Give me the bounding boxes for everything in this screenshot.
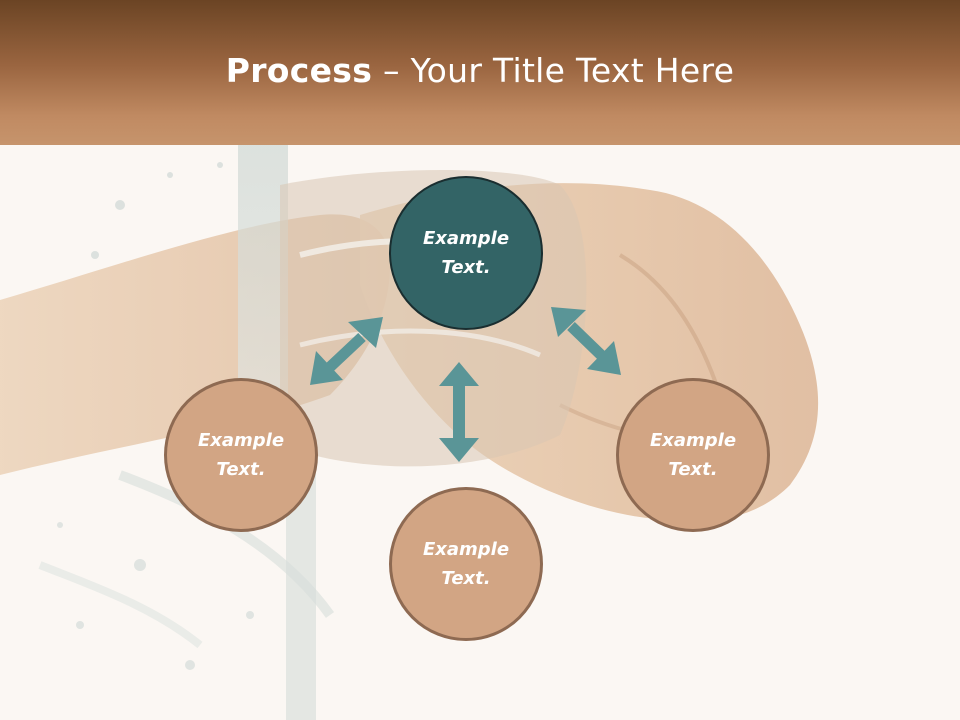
title-bold: Process [225, 51, 373, 90]
title-bar: Process – Your Title Text Here [0, 0, 960, 145]
title-rest: Your Title Text Here [410, 51, 735, 90]
process-node-bottom: Example Text. [389, 487, 543, 641]
double-arrow-icon [551, 307, 621, 375]
process-node-top: Example Text. [389, 176, 543, 330]
process-node-left: Example Text. [164, 378, 318, 532]
double-arrow-icon [439, 362, 479, 462]
title-dash: – [372, 51, 411, 90]
double-arrow-icon [310, 317, 383, 385]
slide-title: Process – Your Title Text Here [226, 51, 735, 90]
process-node-right: Example Text. [616, 378, 770, 532]
